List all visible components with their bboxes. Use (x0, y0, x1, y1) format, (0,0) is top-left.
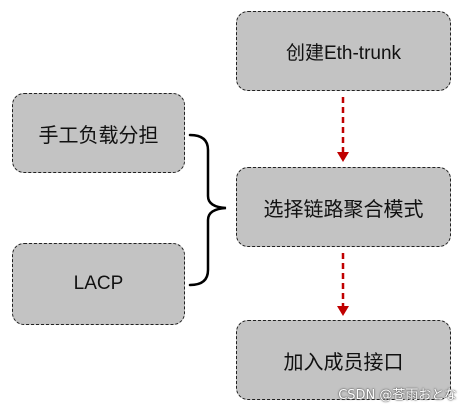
grouping-brace (188, 133, 227, 287)
option-lacp: LACP (12, 243, 185, 325)
option-lacp-label: LACP (73, 273, 124, 294)
step-add-label: 加入成员接口 (283, 349, 404, 374)
step-add-member-interface: 加入成员接口 (236, 320, 451, 400)
step-mode-label: 选择链路聚合模式 (263, 196, 424, 221)
option-manual-load-balance: 手工负载分担 (12, 93, 185, 173)
step-create-eth-trunk: 创建Eth-trunk (236, 11, 451, 91)
arrowhead-icon (337, 152, 349, 162)
step-create-label: 创建Eth-trunk (285, 42, 402, 64)
option-manual-label: 手工负载分担 (38, 122, 159, 147)
arrowhead-icon (337, 306, 349, 316)
watermark: CSDN @苍雨おとな (338, 388, 457, 403)
step-select-aggregation-mode: 选择链路聚合模式 (236, 167, 451, 247)
